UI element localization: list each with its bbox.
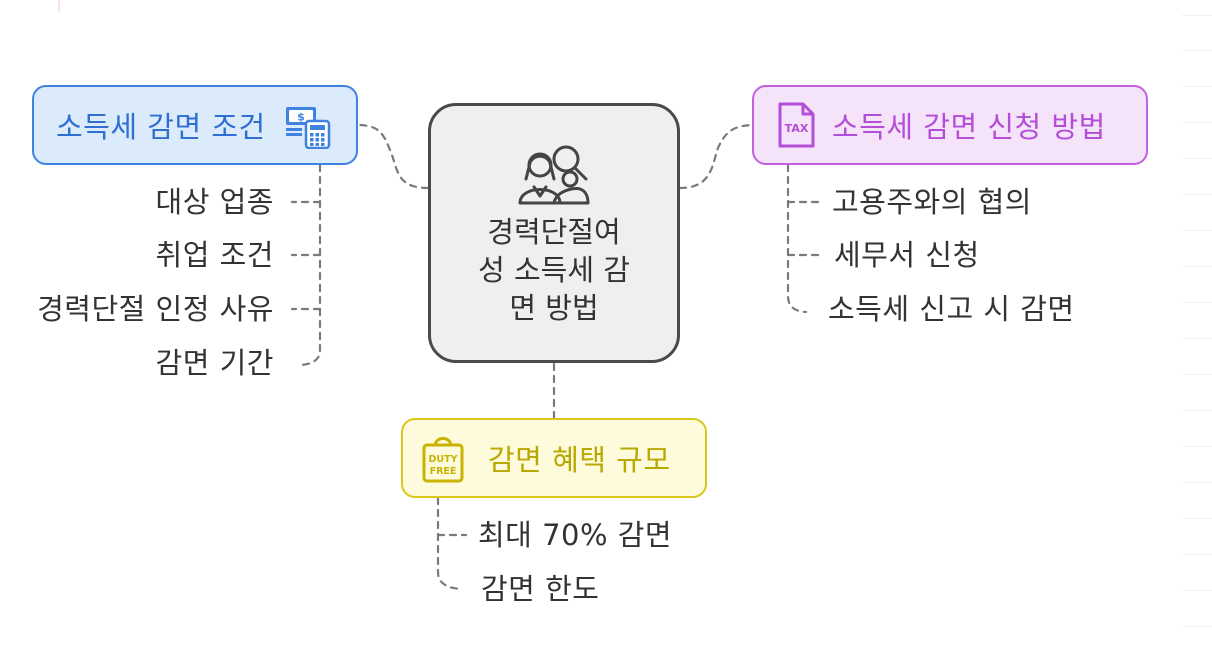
apply-method-node[interactable]: TAX 소득세 감면 신청 방법 — [752, 85, 1148, 165]
apply-method-title: 소득세 감면 신청 방법 — [832, 110, 1106, 144]
cash-calculator-icon: $ — [284, 101, 332, 150]
edge-rule — [1182, 518, 1212, 519]
benefit-item: 감면 한도 — [481, 572, 600, 606]
edge-rule — [1182, 266, 1212, 267]
connector-apply-spine — [786, 163, 808, 314]
apply-method-item: 소득세 신고 시 감면 — [828, 292, 1075, 326]
edge-rule — [1182, 374, 1212, 375]
conditions-item: 경력단절 인정 사유 — [37, 292, 274, 326]
edge-rule — [1182, 15, 1212, 16]
conditions-title: 소득세 감면 조건 — [56, 110, 266, 144]
center-topic-line: 성 소득세 감 — [478, 253, 630, 287]
svg-text:TAX: TAX — [785, 122, 809, 135]
center-topic-label: 경력단절여 성 소득세 감 면 방법 — [478, 213, 630, 327]
connector-center-apply — [678, 123, 754, 190]
conditions-item: 감면 기간 — [155, 346, 274, 380]
apply-method-item: 세무서 신청 — [834, 238, 980, 272]
edge-mark — [58, 0, 60, 12]
edge-rule — [1182, 338, 1212, 339]
edge-rule — [1182, 50, 1212, 51]
edge-rule — [1182, 482, 1212, 483]
edge-rule — [1182, 122, 1212, 123]
center-topic-line: 면 방법 — [509, 291, 599, 325]
edge-rule — [1182, 626, 1212, 627]
conditions-item: 대상 업종 — [155, 185, 274, 219]
center-topic-line: 경력단절여 — [487, 215, 621, 249]
edge-rule — [1182, 410, 1212, 411]
conditions-item: 취업 조건 — [155, 238, 274, 272]
connector-center-conditions — [358, 123, 430, 190]
svg-text:$: $ — [297, 111, 305, 124]
conditions-node[interactable]: 소득세 감면 조건 $ — [32, 85, 358, 165]
edge-rule — [1182, 590, 1212, 591]
benefit-node[interactable]: DUTY FREE 감면 혜택 규모 — [401, 418, 707, 498]
svg-text:FREE: FREE — [430, 466, 457, 477]
svg-text:DUTY: DUTY — [429, 454, 458, 465]
edge-rule — [1182, 158, 1212, 159]
center-topic-node[interactable]: 경력단절여 성 소득세 감 면 방법 — [428, 103, 680, 363]
connector-benefit-spine — [436, 496, 464, 591]
tax-document-icon: TAX — [776, 101, 816, 149]
apply-method-item: 고용주와의 협의 — [832, 185, 1032, 219]
edge-rule — [1182, 194, 1212, 195]
edge-rule — [1182, 86, 1212, 87]
benefit-item: 최대 70% 감면 — [478, 518, 673, 552]
edge-rule — [1182, 554, 1212, 555]
benefit-title: 감면 혜택 규모 — [488, 443, 671, 477]
edge-rule — [1182, 230, 1212, 231]
duty-free-bag-icon: DUTY FREE — [420, 433, 466, 483]
edge-rule — [1182, 302, 1212, 303]
connector-conditions-spine — [298, 163, 322, 367]
edge-rule — [1182, 446, 1212, 447]
people-search-icon — [516, 139, 592, 207]
